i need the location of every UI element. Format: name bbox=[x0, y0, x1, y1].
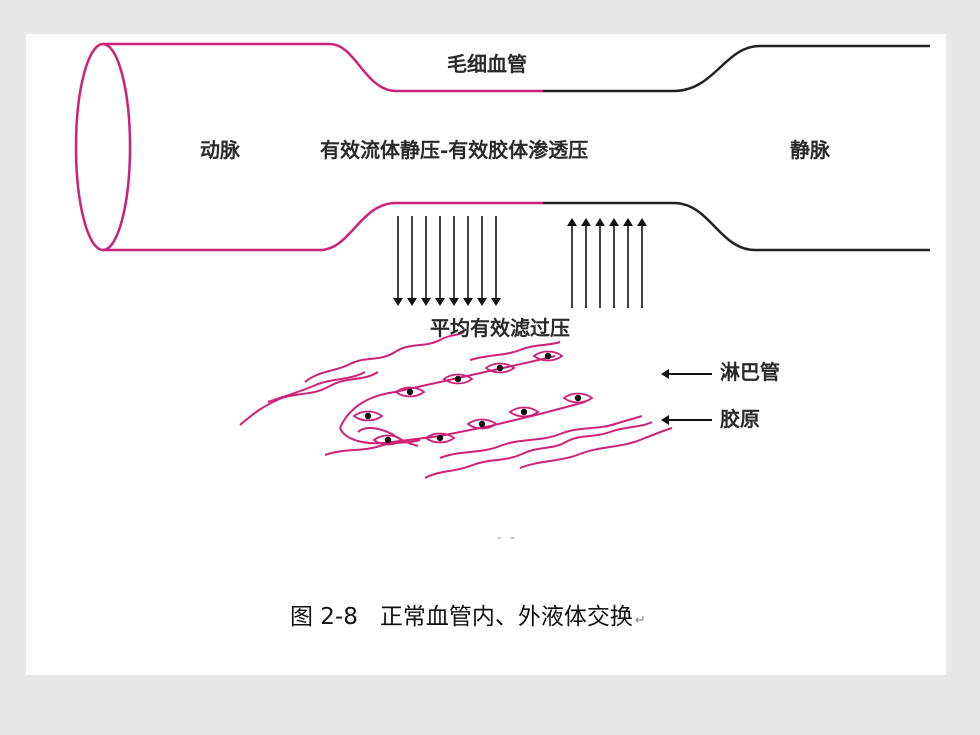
fiber-line bbox=[469, 341, 561, 361]
endothelial-cells bbox=[352, 350, 594, 446]
fiber-line bbox=[324, 439, 421, 456]
endothelial-cell bbox=[352, 410, 384, 422]
filtration-pressure-label: 平均有效滤过压 bbox=[430, 316, 570, 340]
lymph-vessel bbox=[339, 355, 586, 447]
collagen-label: 胶原 bbox=[720, 407, 760, 431]
lymph-vessel-lower-wall bbox=[339, 401, 586, 445]
endothelial-cell bbox=[562, 392, 594, 404]
fiber-line bbox=[519, 427, 673, 469]
vein-label: 静脉 bbox=[790, 138, 830, 162]
collagen-fibers bbox=[239, 331, 673, 479]
fiber-line bbox=[439, 415, 643, 459]
fiber-line bbox=[304, 331, 465, 383]
filtration-down-arrows bbox=[393, 216, 501, 306]
capillary-top-wall-arterial bbox=[103, 42, 543, 93]
pressure-formula-label: 有效流体静压-有效胶体渗透压 bbox=[320, 138, 589, 162]
lymph-vessel-upper-wall bbox=[339, 355, 556, 429]
lymph-label: 淋巴管 bbox=[720, 360, 780, 384]
lymph-vessel-inner-fold bbox=[357, 426, 419, 447]
endothelial-cell bbox=[372, 434, 404, 446]
endothelial-cell bbox=[484, 362, 516, 374]
endothelial-cell bbox=[394, 386, 426, 398]
endothelial-cell bbox=[508, 406, 540, 418]
faint-mark: -- bbox=[497, 530, 524, 546]
fiber-line bbox=[424, 421, 653, 479]
endothelial-cell bbox=[532, 350, 564, 362]
endothelial-cell bbox=[466, 418, 498, 430]
endothelial-cell bbox=[424, 432, 456, 444]
capillary-bottom-wall-venous bbox=[543, 201, 930, 252]
capillary-label: 毛细血管 bbox=[447, 52, 527, 76]
slide-sheet bbox=[26, 34, 946, 675]
capillary-bottom-wall-arterial bbox=[103, 201, 543, 252]
figure-number: 图 2-8 bbox=[290, 604, 358, 630]
figure-caption: 图 2-8 正常血管内、外液体交换↵ bbox=[290, 606, 646, 629]
reabsorption-up-arrows bbox=[567, 218, 647, 308]
fiber-line bbox=[267, 371, 366, 403]
return-mark: ↵ bbox=[634, 613, 646, 628]
capillary-top-wall-venous bbox=[543, 44, 930, 93]
figure-title: 正常血管内、外液体交换 bbox=[379, 604, 633, 630]
vessel-opening-ellipse bbox=[74, 42, 132, 252]
endothelial-cell bbox=[442, 373, 474, 385]
artery-label: 动脉 bbox=[200, 138, 240, 162]
fiber-line bbox=[239, 371, 379, 426]
